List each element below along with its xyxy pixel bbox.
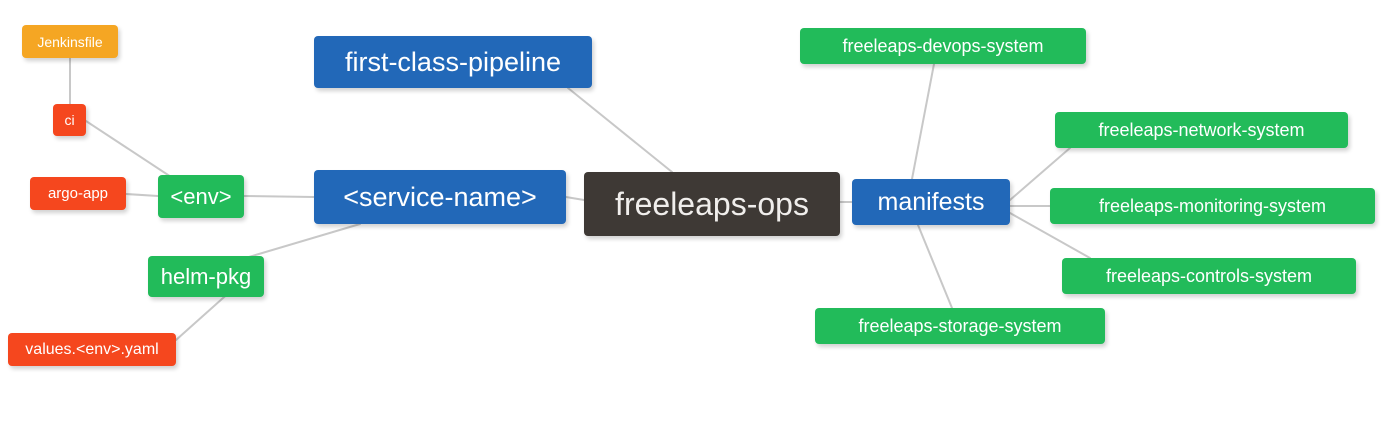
edge-values-yaml-to-helm-pkg xyxy=(175,289,233,341)
node-freeleaps-ops[interactable]: freeleaps-ops xyxy=(584,172,840,236)
node-freeleaps-controls-system[interactable]: freeleaps-controls-system xyxy=(1062,258,1356,294)
node-label-freeleaps-devops-system: freeleaps-devops-system xyxy=(842,36,1044,56)
node-label-env: <env> xyxy=(170,183,232,209)
node-label-argo-app: argo-app xyxy=(47,185,109,202)
node-first-class-pipeline[interactable]: first-class-pipeline xyxy=(314,36,592,88)
node-label-jenkinsfile: Jenkinsfile xyxy=(37,33,103,50)
node-jenkinsfile[interactable]: Jenkinsfile xyxy=(22,25,118,58)
node-ci[interactable]: ci xyxy=(53,104,86,136)
node-argo-app[interactable]: argo-app xyxy=(30,177,126,210)
node-values-yaml[interactable]: values.<env>.yaml xyxy=(8,333,176,366)
node-service-name[interactable]: <service-name> xyxy=(314,170,566,224)
node-label-freeleaps-controls-system: freeleaps-controls-system xyxy=(1105,266,1313,286)
node-label-helm-pkg: helm-pkg xyxy=(160,263,252,289)
node-env[interactable]: <env> xyxy=(158,175,244,218)
edge-service-name-to-freeleaps-ops xyxy=(565,196,585,201)
node-label-manifests: manifests xyxy=(877,187,985,216)
node-freeleaps-network-system[interactable]: freeleaps-network-system xyxy=(1055,112,1348,148)
node-label-first-class-pipeline: first-class-pipeline xyxy=(344,46,562,77)
node-manifests[interactable]: manifests xyxy=(852,179,1010,225)
node-helm-pkg[interactable]: helm-pkg xyxy=(148,256,264,297)
edge-env-to-service-name xyxy=(243,195,315,198)
node-label-values-yaml: values.<env>.yaml xyxy=(25,340,159,358)
node-freeleaps-devops-system[interactable]: freeleaps-devops-system xyxy=(800,28,1086,64)
edge-manifests-to-freeleaps-storage-system xyxy=(917,224,953,309)
node-label-ci: ci xyxy=(64,112,75,128)
node-freeleaps-monitoring-system[interactable]: freeleaps-monitoring-system xyxy=(1050,188,1375,224)
node-label-service-name: <service-name> xyxy=(343,181,537,212)
node-freeleaps-storage-system[interactable]: freeleaps-storage-system xyxy=(815,308,1105,344)
edge-argo-app-to-env xyxy=(125,193,159,197)
edge-manifests-to-freeleaps-devops-system xyxy=(911,63,935,180)
node-label-freeleaps-network-system: freeleaps-network-system xyxy=(1098,120,1305,140)
node-label-freeleaps-ops: freeleaps-ops xyxy=(615,186,809,222)
edge-first-class-pipeline-to-freeleaps-ops xyxy=(567,87,673,173)
node-label-freeleaps-monitoring-system: freeleaps-monitoring-system xyxy=(1098,196,1327,216)
node-label-freeleaps-storage-system: freeleaps-storage-system xyxy=(858,316,1062,336)
